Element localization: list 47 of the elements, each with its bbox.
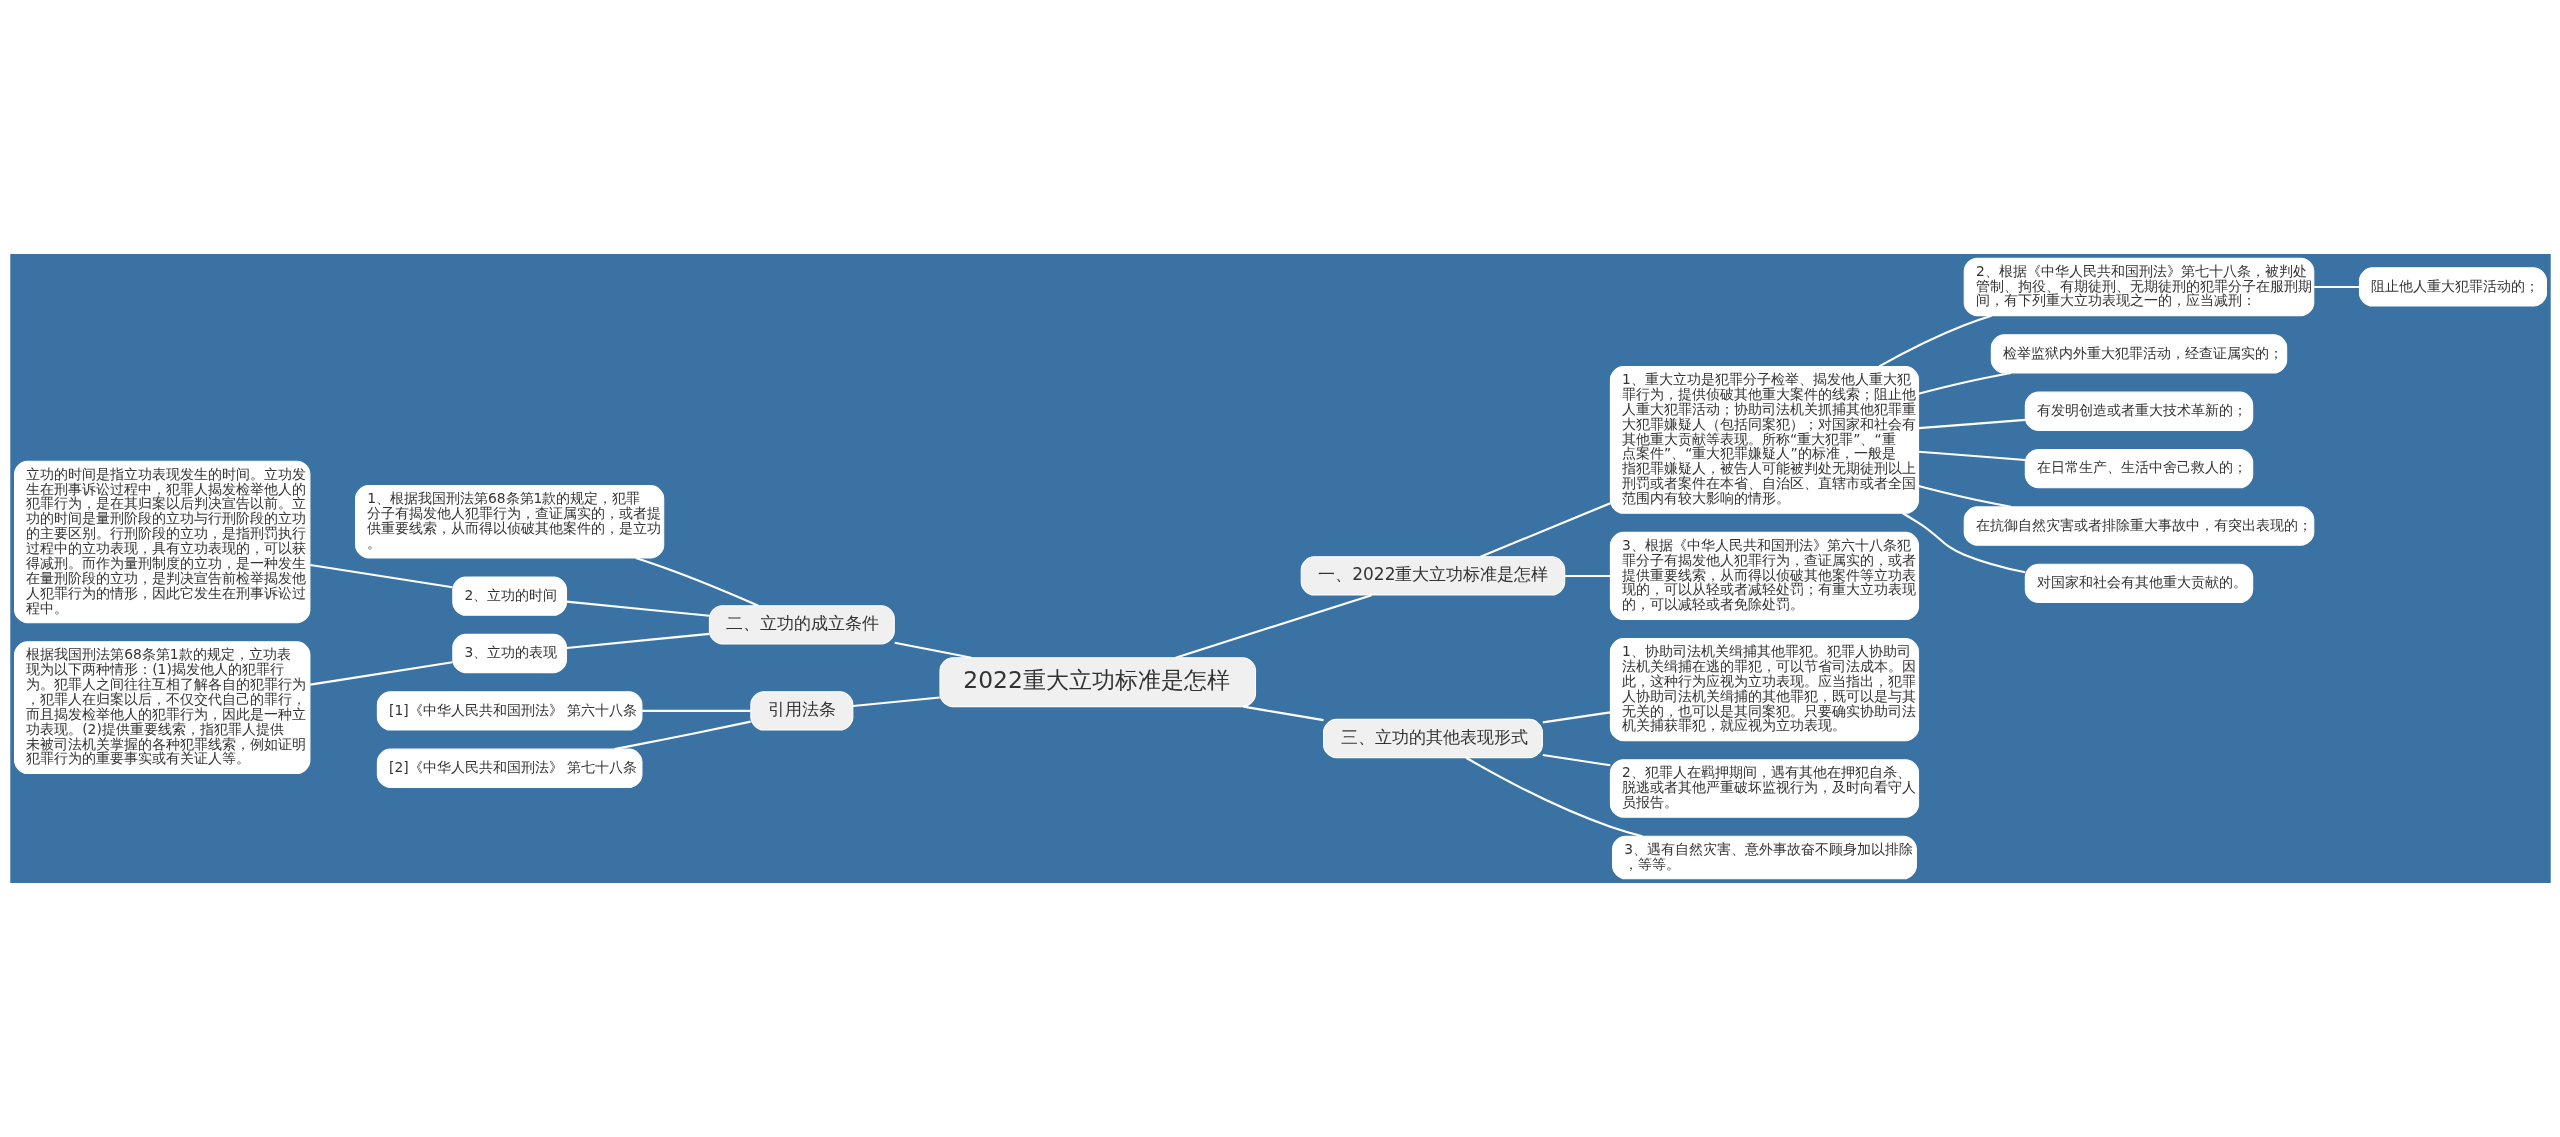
- connector: [1465, 756, 1643, 838]
- connector: [1917, 372, 2011, 395]
- node-box: 1、协助司法机关缉捕其他罪犯。犯罪人协助司法机关缉捕在逃的罪犯，可以节省司法成本。因此，这种行为应视为立功表现。应当指出，犯罪人协助司法机关缉捕的其他罪犯，既可以是与其无关的，也可以是其同案犯。只要确实协助司法机关捕获罪犯，就应视为立功表现。: [1609, 638, 1919, 742]
- node-box: 在日常生产、生活中舍己救人的；: [2024, 448, 2253, 489]
- node-box: 1、重大立功是犯罪分子检举、揭发他人重大犯罪行为，提供侦破其他重大案件的线索；阻止他人重大犯罪活动；协助司法机关抓捕其他犯罪重大犯罪嫌疑人（包括同案犯）；对国家和社会有其他重大贡献等表现。所称“重大犯罪”、“重点案件”、“重大犯罪嫌疑人”的标准，一般是指犯罪嫌疑人，被告人可能被判处无期徒刑以上刑罚或者案件在本省、自治区、直辖市或者全国范围内有较大影响的情形。: [1609, 366, 1919, 514]
- connector: [1918, 418, 2025, 430]
- node-box: 3、根据《中华人民共和国刑法》第六十八条犯罪分子有揭发他人犯罪行为，查证属实的，或者提供重要线索，从而得以侦破其他案件等立功表现的，可以从轻或者减轻处罚；有重大立功表现的，可以减轻或者免除处罚。: [1609, 531, 1919, 621]
- node-box: [1]《中华人民共和国刑法》 第六十八条: [376, 691, 642, 731]
- node-box: 2、犯罪人在羁押期间，遇有其他在押犯自杀、脱逃或者其他严重破坏监视行为，及时向看守人员报告。: [1609, 759, 1919, 818]
- node-box: 立功的时间是指立功表现发生的时间。立功发生在刑事诉讼过程中，犯罪人揭发检举他人的犯罪行为，是在其归案以后判决宣告以前。立功的时间是量刑阶段的立功与行刑阶段的立功的主要区别。行刑阶段的立功，是指刑罚执行过程中的立功表现，具有立功表现的，可以获得减刑。而作为量刑制度的立功，是一种发生在量刑阶段的立功，是判决宣告前检举揭发他人犯罪行为的情形，因此它发生在刑事诉讼过程中。: [13, 460, 310, 624]
- connector: [641, 709, 751, 712]
- node-box: 2022重大立功标准是怎样: [938, 657, 1256, 708]
- node-box: 二、立功的成立条件: [708, 605, 895, 645]
- node-box: 1、根据我国刑法第68条第1款的规定，犯罪分子有揭发他人犯罪行为，查证属实的，或者提供重要线索，从而得以侦破其他案件的，是立功。: [354, 485, 664, 559]
- node-box: 阻止他人重大犯罪活动的；: [2358, 267, 2547, 307]
- connector: [1878, 314, 1992, 368]
- connector: [1174, 594, 1372, 659]
- node-box: 3、立功的表现: [451, 633, 567, 674]
- connector: [309, 661, 453, 686]
- node-box: 2、立功的时间: [451, 576, 567, 616]
- connector: [635, 556, 759, 607]
- connector: [566, 632, 709, 649]
- node-box: 根据我国刑法第68条第1款的规定，立功表现为以下两种情形：(1)揭发他人的犯罪行为。犯罪人之间往往互相了解各自的犯罪行为，犯罪人在归案以后，不仅交代自己的罪行，而且揭发检举他人的犯罪行为，因此是一种立功表现。(2)提供重要线索，指犯罪人提供未被司法机关掌握的各种犯罪线索，例如证明犯罪行为的重要事实或有关证人等。: [13, 641, 310, 775]
- connector: [566, 600, 709, 617]
- connector: [893, 641, 972, 659]
- connector: [1901, 512, 2025, 574]
- connector: [1542, 753, 1610, 767]
- connector: [1542, 711, 1610, 724]
- connector: [613, 720, 751, 751]
- node-box: 一、2022重大立功标准是怎样: [1300, 556, 1565, 596]
- node-box: 有发明创造或者重大技术革新的；: [2024, 391, 2253, 431]
- connector: [2313, 285, 2359, 288]
- connector: [309, 563, 453, 589]
- node-box: 引用法条: [749, 691, 853, 731]
- connector: [852, 696, 940, 708]
- connector: [1917, 485, 2011, 508]
- node-box: 对国家和社会有其他重大贡献的。: [2024, 563, 2253, 604]
- node-box: [2]《中华人民共和国刑法》 第七十八条: [376, 748, 642, 788]
- node-box: 在抗御自然灾害或者排除重大事故中，有突出表现的；: [1963, 506, 2314, 546]
- node-box: 3、遇有自然灾害、意外事故奋不顾身加以排除，等等。: [1611, 835, 1917, 880]
- node-box: 检举监狱内外重大犯罪活动，经查证属实的；: [1990, 334, 2287, 374]
- connector: [1479, 502, 1611, 558]
- connector: [1918, 450, 2025, 461]
- node-box: 2、根据《中华人民共和国刑法》第七十八条，被判处管制、拘役、有期徒刑、无期徒刑的犯罪分子在服刑期间，有下列重大立功表现之一的，应当减刑：: [1963, 257, 2314, 317]
- connector: [1242, 705, 1324, 722]
- node-box: 三、立功的其他表现形式: [1322, 718, 1543, 759]
- connector: [1564, 574, 1610, 577]
